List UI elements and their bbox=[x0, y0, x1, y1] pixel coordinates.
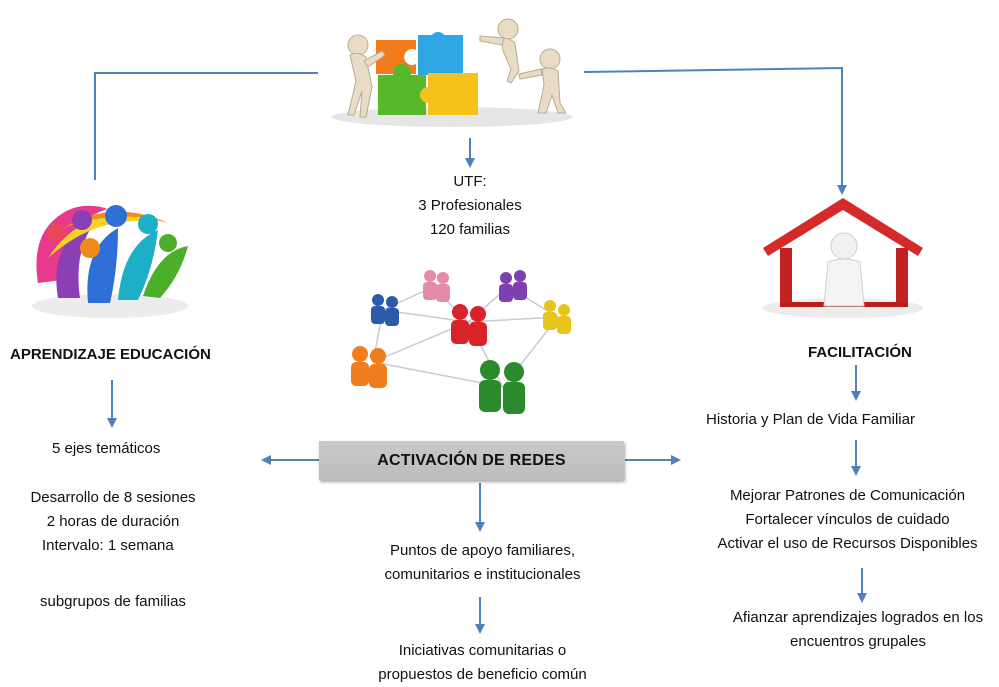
right-strengthen: Afianzar aprendizajes logrados en los en… bbox=[718, 606, 998, 654]
right-title: FACILITACIÓN bbox=[808, 344, 912, 361]
utf-professionals: 3 Profesionales bbox=[418, 197, 522, 214]
left-subgroups: subgrupos de familias bbox=[40, 593, 186, 610]
left-sessions: Desarrollo de 8 sesiones 2 horas de dura… bbox=[18, 486, 208, 558]
support-text: Puntos de apoyo familiares, comunitarios… bbox=[350, 539, 615, 587]
left-session-line: Desarrollo de 8 sesiones bbox=[30, 489, 196, 506]
left-session-line: 2 horas de duración bbox=[46, 513, 180, 530]
strengthen-line: Afianzar aprendizajes logrados en los bbox=[732, 609, 984, 626]
support-line: Puntos de apoyo familiares, bbox=[389, 542, 576, 559]
right-history: Historia y Plan de Vida Familiar bbox=[706, 411, 915, 428]
utf-block: UTF: 3 Profesionales 120 familias bbox=[380, 170, 560, 242]
improve-line: Fortalecer vínculos de cuidado bbox=[745, 511, 950, 528]
initiatives-line: Iniciativas comunitarias o bbox=[398, 642, 567, 659]
activacion-banner: ACTIVACIÓN DE REDES bbox=[319, 441, 624, 480]
support-line: comunitarios e institucionales bbox=[384, 566, 581, 583]
people-circle-icon bbox=[32, 205, 188, 318]
strengthen-line: encuentros grupales bbox=[790, 633, 926, 650]
left-session-line: Intervalo: 1 semana bbox=[42, 537, 174, 554]
connector-top-right bbox=[583, 66, 847, 195]
puzzle-team-icon bbox=[332, 18, 572, 127]
left-ejes: 5 ejes temáticos bbox=[52, 440, 161, 457]
left-title: APRENDIZAJE EDUCACIÓN bbox=[10, 346, 211, 363]
house-person-icon bbox=[763, 198, 923, 318]
improve-line: Activar el uso de Recursos Disponibles bbox=[717, 535, 978, 552]
improve-line: Mejorar Patrones de Comunicación bbox=[729, 487, 966, 504]
right-improve: Mejorar Patrones de Comunicación Fortale… bbox=[700, 484, 995, 556]
utf-label: UTF: bbox=[453, 173, 487, 190]
banner-label: ACTIVACIÓN DE REDES bbox=[377, 451, 566, 469]
initiatives-line: propuestos de beneficio común bbox=[378, 666, 587, 683]
initiatives-text: Iniciativas comunitarias o propuestos de… bbox=[350, 639, 615, 687]
network-people-icon bbox=[351, 270, 571, 414]
utf-families: 120 familias bbox=[429, 221, 511, 238]
connector-top-left bbox=[94, 72, 318, 180]
